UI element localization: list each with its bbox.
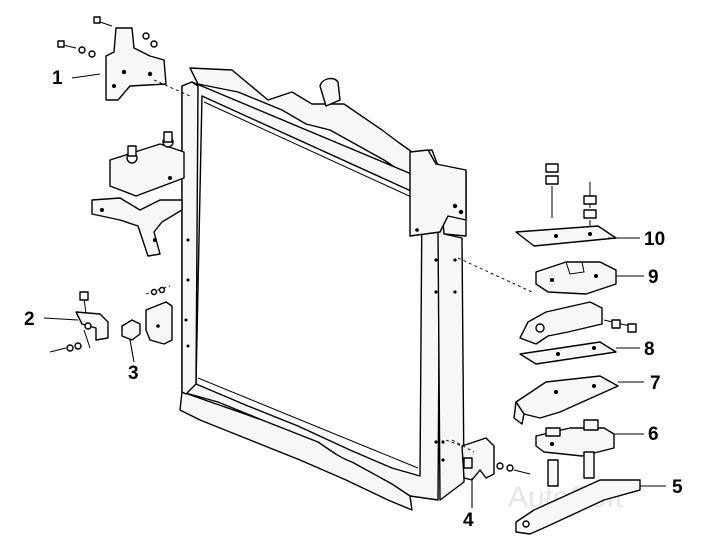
callout-2: 2	[24, 309, 35, 330]
radiator-assembly	[179, 67, 467, 511]
part-7-plate	[513, 375, 619, 425]
callout-9: 9	[648, 267, 659, 288]
leader-line-1	[71, 73, 101, 79]
part-1-upper-bracket	[57, 16, 191, 101]
callout-10: 10	[644, 229, 665, 250]
leader-line-2	[43, 317, 79, 321]
callout-7: 7	[650, 373, 661, 394]
upper-mount-block	[91, 131, 185, 257]
leader-line-3	[129, 339, 135, 363]
right-stack-hardware	[545, 163, 597, 230]
part-9-clamp-block	[535, 261, 617, 295]
part-10-plate	[515, 225, 617, 247]
part-5-base-bracket	[515, 451, 641, 535]
callout-5: 5	[672, 477, 683, 498]
callout-1: 1	[52, 68, 63, 89]
part-4-lower-bracket	[445, 437, 531, 481]
callout-4: 4	[463, 510, 474, 531]
callout-6: 6	[648, 424, 659, 445]
callout-8: 8	[644, 339, 655, 360]
part-3-rubber-mount	[121, 285, 173, 345]
callout-3: 3	[128, 363, 139, 384]
part-6-clamp-block	[535, 419, 615, 457]
part-8-bracket	[519, 301, 637, 365]
part-2-bracket	[49, 291, 109, 353]
callouts: 1 2 3 4 5 6 7 8 9 10	[24, 68, 683, 531]
